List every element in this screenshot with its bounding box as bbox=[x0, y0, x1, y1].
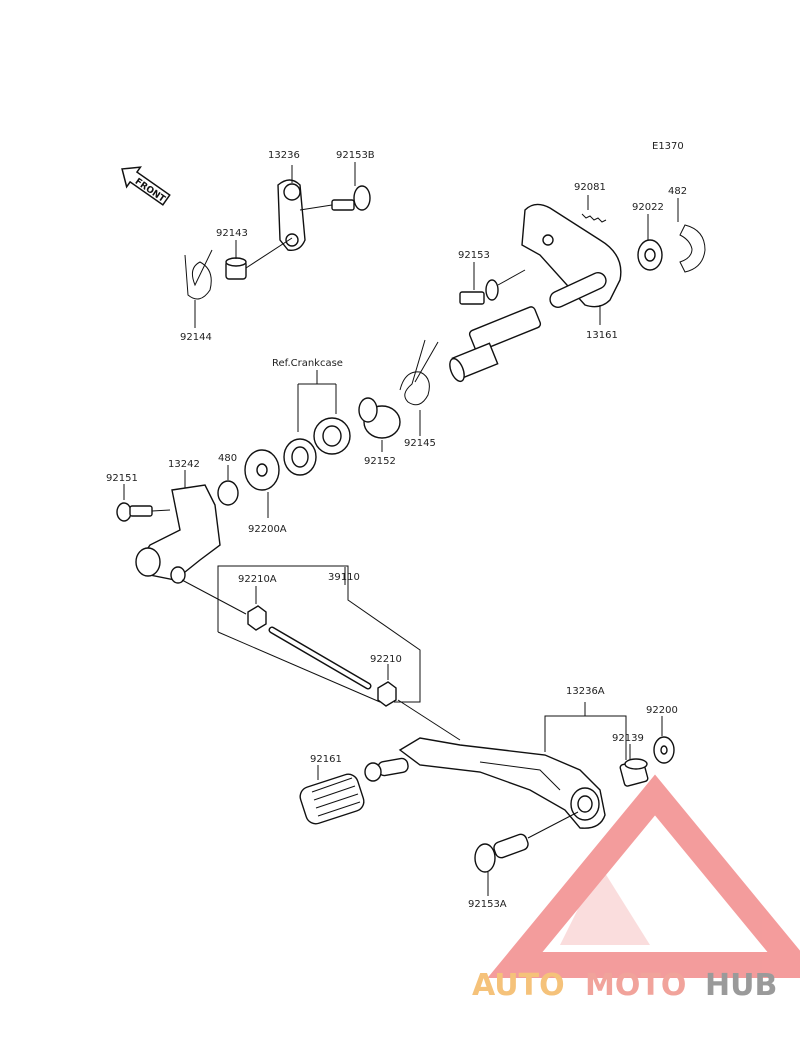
label-92200a: 92200A bbox=[248, 524, 287, 535]
part-bearing bbox=[313, 417, 351, 455]
label-13236: 13236 bbox=[268, 150, 300, 161]
label-92145: 92145 bbox=[404, 438, 436, 449]
part-13236a-bracket bbox=[544, 702, 627, 760]
leader-line bbox=[181, 579, 247, 615]
watermark-moto: MOTO bbox=[585, 968, 686, 1003]
label-92139: 92139 bbox=[612, 733, 644, 744]
label-92143: 92143 bbox=[216, 228, 248, 239]
diagram-code: E1370 bbox=[652, 141, 684, 152]
part-92161-rubber bbox=[299, 773, 365, 825]
part-92151-bolt bbox=[116, 502, 171, 522]
watermark-logo-triangle bbox=[487, 774, 800, 978]
label-92153a: 92153A bbox=[468, 899, 507, 910]
part-92210a-nut bbox=[247, 605, 267, 631]
part-482-circlip bbox=[679, 224, 706, 273]
label-92151: 92151 bbox=[106, 473, 138, 484]
part-92200a-washer bbox=[244, 449, 280, 491]
label-92210: 92210 bbox=[370, 654, 402, 665]
part-13236a-shift-pedal bbox=[364, 737, 606, 829]
label-92161: 92161 bbox=[310, 754, 342, 765]
label-13236a: 13236A bbox=[566, 686, 605, 697]
part-92152-collar bbox=[358, 397, 401, 439]
part-92022-washer bbox=[637, 239, 663, 271]
watermark-logo-text: AUTO MOTO HUB bbox=[472, 968, 777, 1003]
leader-line bbox=[245, 237, 293, 269]
part-92143-collar bbox=[225, 257, 247, 280]
part-92153-bolt bbox=[459, 269, 526, 305]
watermark-hub: HUB bbox=[705, 968, 777, 1003]
part-rod bbox=[268, 626, 372, 690]
part-92145-return-spring bbox=[399, 339, 439, 406]
label-13242: 13242 bbox=[168, 459, 200, 470]
part-39110-tie-rod-bracket bbox=[217, 565, 421, 703]
label-39110: 39110 bbox=[328, 572, 360, 583]
label-92210a: 92210A bbox=[238, 574, 277, 585]
part-13236-arm bbox=[277, 179, 306, 251]
part-92081-spring bbox=[581, 213, 607, 223]
label-92200: 92200 bbox=[646, 705, 678, 716]
label-92152: 92152 bbox=[364, 456, 396, 467]
ref-crankcase-bracket bbox=[297, 370, 337, 432]
part-92210-nut bbox=[377, 681, 397, 707]
label-ref-crankcase: Ref.Crankcase bbox=[272, 358, 343, 369]
front-arrow-icon: FRONT bbox=[121, 166, 171, 206]
part-480-circlip bbox=[217, 480, 239, 506]
part-92153b-bolt bbox=[331, 185, 371, 211]
label-92081: 92081 bbox=[574, 182, 606, 193]
label-13161: 13161 bbox=[586, 330, 618, 341]
part-92139-collar bbox=[619, 758, 649, 787]
leader-line bbox=[397, 699, 461, 741]
part-oil-seal bbox=[283, 438, 317, 476]
label-92144: 92144 bbox=[180, 332, 212, 343]
label-92153b: 92153B bbox=[336, 150, 375, 161]
part-13161-shift-shaft bbox=[449, 203, 622, 383]
label-480: 480 bbox=[218, 453, 237, 464]
label-92022: 92022 bbox=[632, 202, 664, 213]
part-13242-shift-arm bbox=[135, 484, 221, 584]
part-92144-spring bbox=[184, 249, 213, 300]
part-92153a-pivot-bolt bbox=[474, 811, 579, 873]
leader-line bbox=[299, 204, 333, 211]
label-92153: 92153 bbox=[458, 250, 490, 261]
watermark-auto: AUTO bbox=[472, 968, 565, 1003]
part-92200-washer bbox=[653, 736, 675, 764]
label-482: 482 bbox=[668, 186, 687, 197]
